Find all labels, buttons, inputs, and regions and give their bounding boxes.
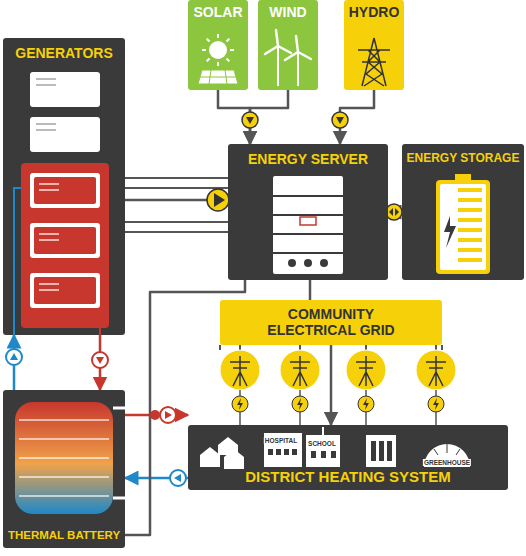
district-heating-panel: DISTRICT HEATING SYSTEM HOSPITAL SCHOOL GRE…	[188, 425, 508, 490]
node-title: HYDRO	[349, 5, 400, 20]
energy-server-panel: ENERGY SERVER	[228, 144, 388, 280]
energy-storage-panel: ENERGY STORAGE	[402, 144, 524, 280]
building-label: SCHOOL	[307, 440, 337, 447]
building-label: HOSPITAL	[264, 437, 298, 444]
node-title: GENERATORS	[15, 46, 113, 61]
node-title: COMMUNITY ELECTRICAL GRID	[256, 307, 406, 338]
node-title: THERMAL BATTERY	[8, 529, 120, 542]
node-title: DISTRICT HEATING SYSTEM	[245, 469, 451, 486]
gen-icon	[3, 38, 125, 335]
electrical-grid-box: COMMUNITY ELECTRICAL GRID	[220, 300, 442, 345]
connector	[330, 345, 333, 425]
node-title: WIND	[269, 5, 306, 20]
node-title: ENERGY SERVER	[248, 152, 368, 167]
building-label: GREENHOUSE	[423, 459, 471, 466]
hydro-box: HYDRO	[344, 0, 404, 90]
connector	[309, 280, 312, 300]
battery-icon	[3, 390, 125, 548]
generators-panel: GENERATORS	[3, 38, 125, 335]
thermal-battery-panel: THERMAL BATTERY	[3, 390, 125, 548]
node-title: ENERGY STORAGE	[407, 152, 520, 165]
wind-box: WIND	[258, 0, 318, 90]
node-title: SOLAR	[194, 5, 243, 20]
solar-box: SOLAR	[188, 0, 248, 90]
